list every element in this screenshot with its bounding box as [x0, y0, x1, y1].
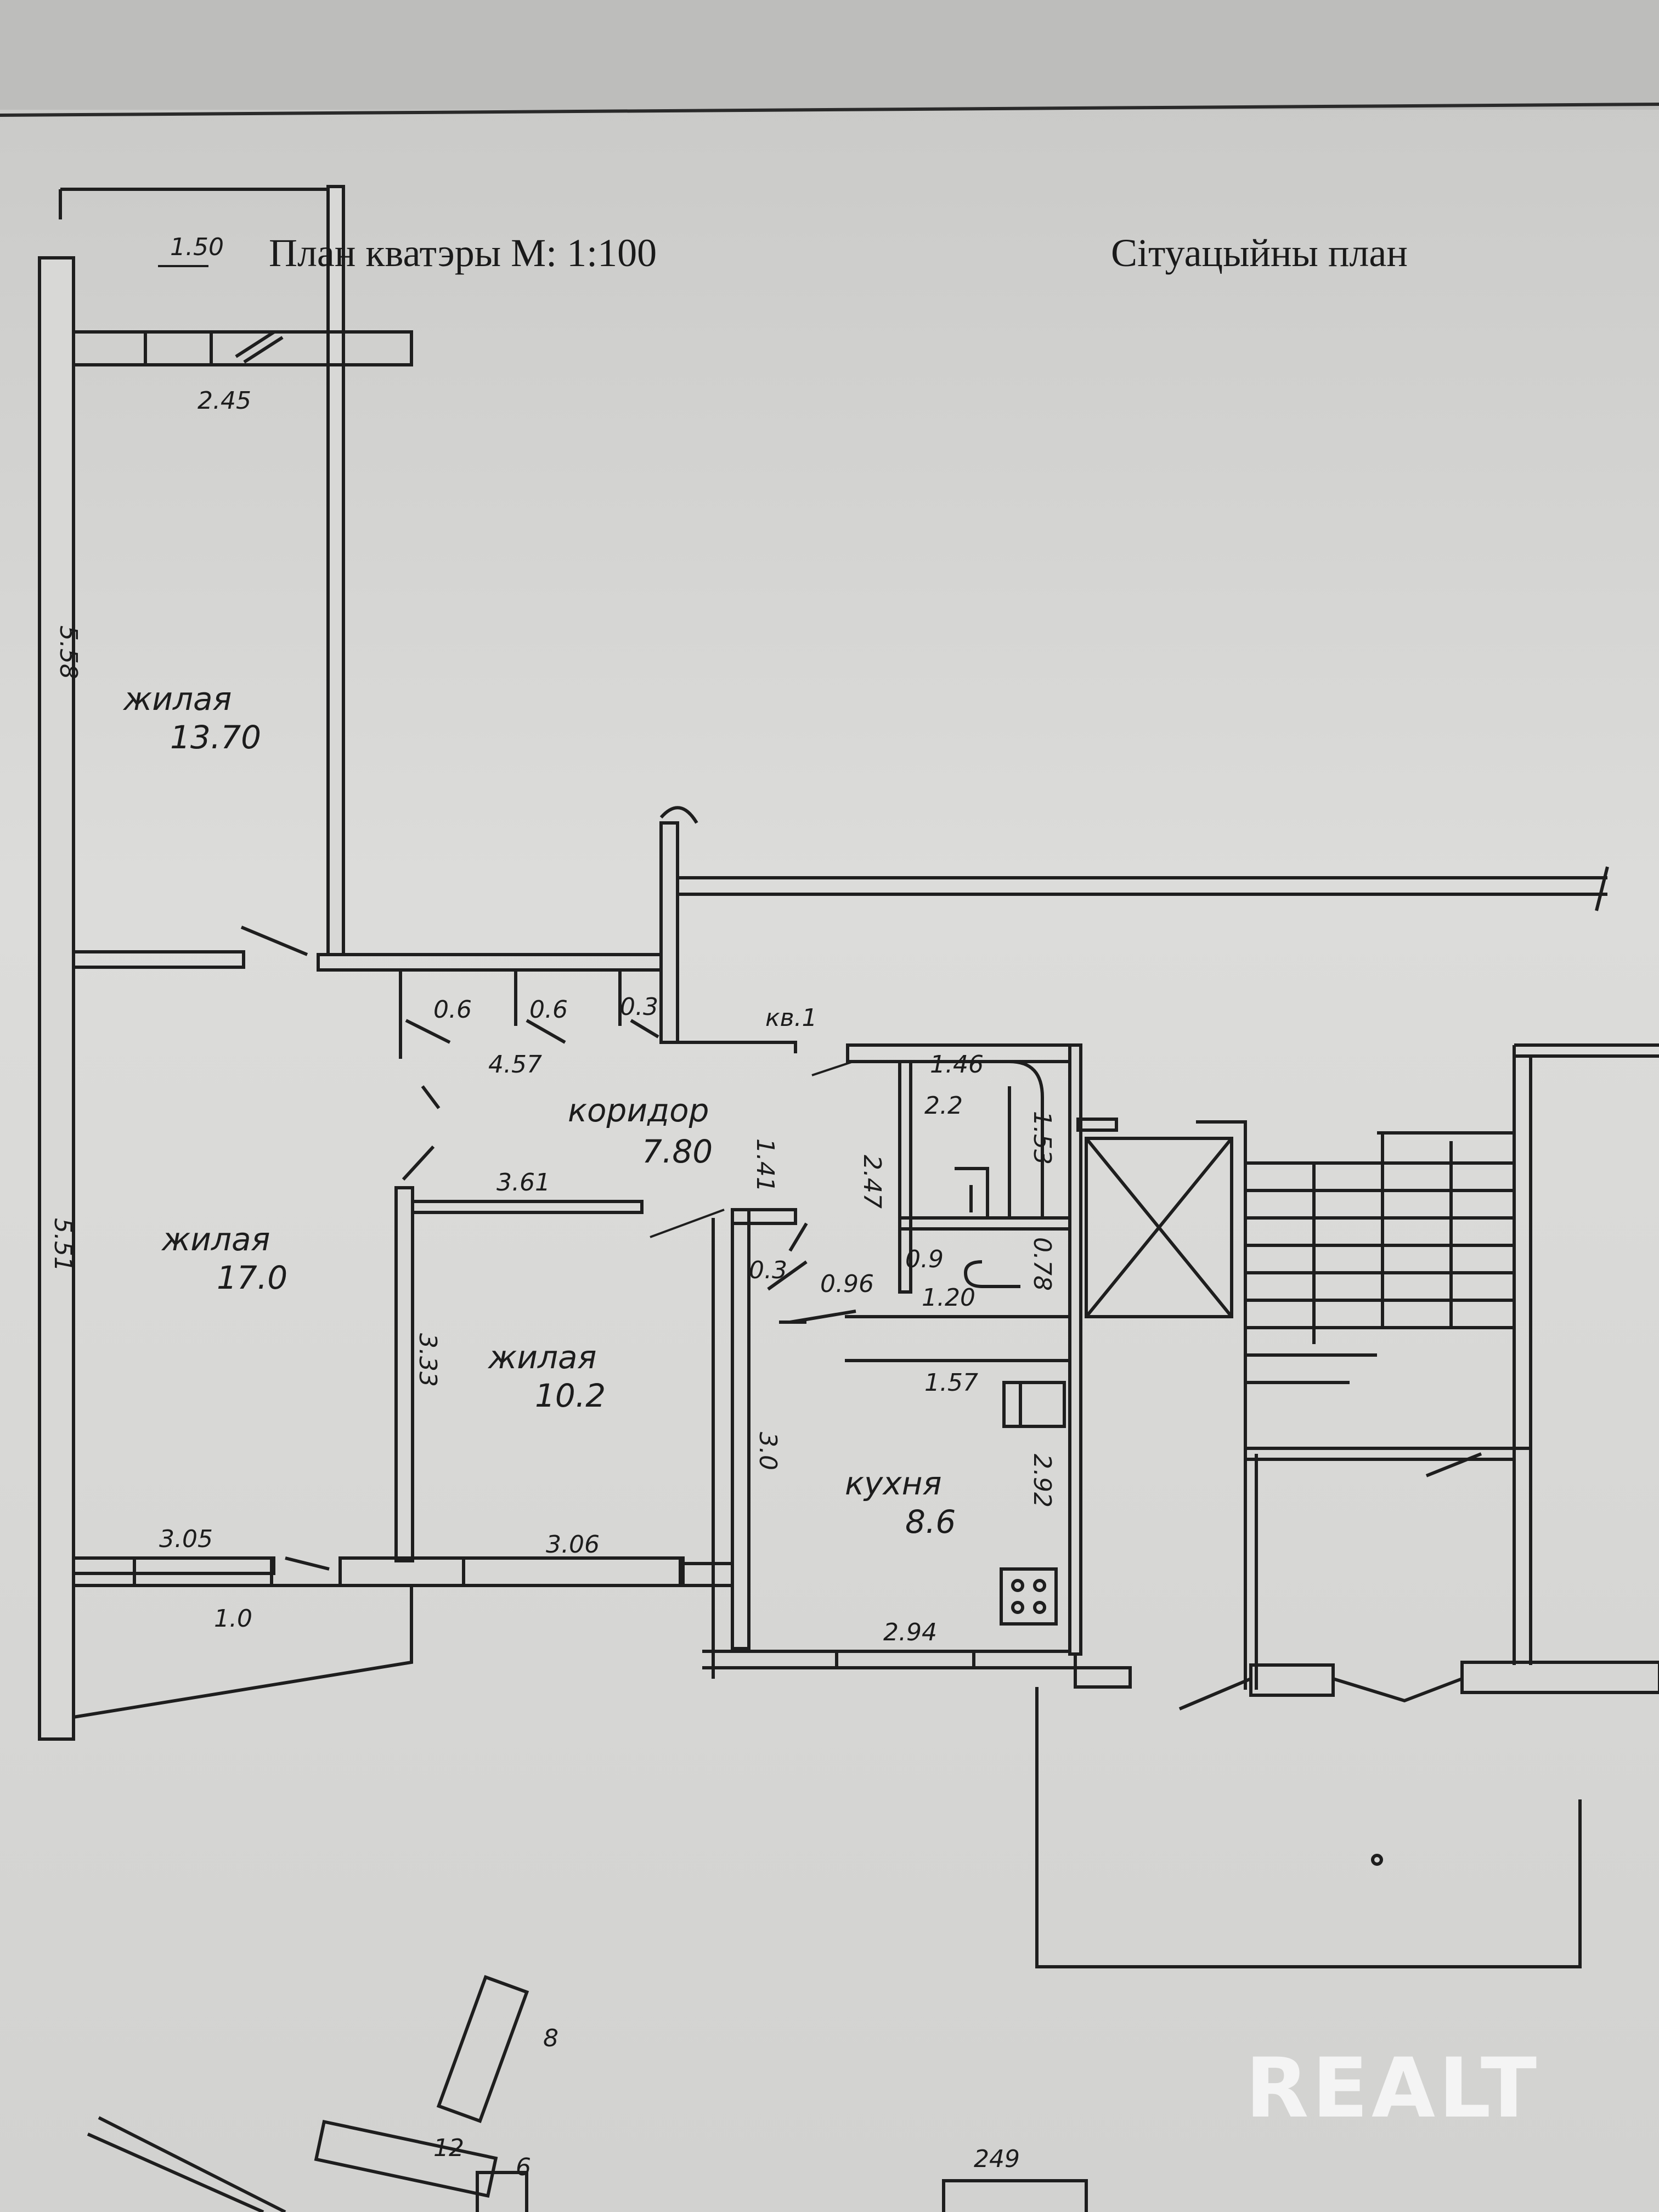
kitchen-area: 8.6: [905, 1503, 956, 1541]
table-surface: [0, 0, 1659, 110]
building-8-label: 8: [543, 2024, 558, 2052]
living-room-1-label: жилая: [123, 680, 232, 718]
building-12-label: 12: [433, 2134, 464, 2162]
dim-room3-depth: 3.33: [414, 1333, 442, 1387]
building-249-label: 249: [974, 2145, 1020, 2173]
dim-wc-depth: 0.78: [1028, 1237, 1056, 1291]
dim-room2-length: 5.51: [49, 1218, 77, 1272]
dim-room3-width: 3.61: [496, 1169, 550, 1197]
dim-kitchen-width: 2.94: [883, 1618, 937, 1646]
dim-bathtub-length: 1.53: [1028, 1111, 1056, 1165]
dim-kitchen-door-offset: 0.3: [749, 1256, 787, 1284]
apartment-number: кв.1: [765, 1004, 817, 1032]
dim-kitchen-right: 2.92: [1028, 1454, 1056, 1508]
dim-balcony-width: 1.50: [170, 233, 224, 261]
corridor-area: 7.80: [642, 1133, 713, 1170]
corridor-label: коридор: [568, 1092, 709, 1129]
dim-passage-width: 1.41: [751, 1138, 779, 1192]
dim-bath-depth: 2.47: [858, 1155, 886, 1209]
realt-watermark: REALT: [1245, 2041, 1541, 2136]
dim-kitchen-niche: 1.57: [924, 1369, 978, 1397]
dim-closet-1: 0.6: [433, 996, 472, 1024]
plan-title: План кватэры М: 1:100: [269, 231, 657, 275]
dim-corridor-length: 4.57: [488, 1051, 542, 1079]
dim-wc-width: 0.9: [905, 1245, 944, 1273]
bathroom-area: 2.2: [924, 1092, 963, 1120]
dim-room2-width: 3.05: [159, 1525, 213, 1553]
living-room-3-label: жилая: [488, 1339, 597, 1376]
living-room-1-area: 13.70: [170, 719, 262, 756]
dim-wc-length: 1.20: [922, 1284, 975, 1312]
dim-loggia-depth: 1.0: [214, 1605, 252, 1633]
dim-bath-width: 1.46: [930, 1051, 984, 1079]
living-room-2-area: 17.0: [217, 1259, 288, 1296]
living-room-3-area: 10.2: [535, 1377, 606, 1414]
kitchen-label: кухня: [845, 1465, 942, 1502]
building-6-label: 6: [516, 2153, 531, 2181]
dim-closet-3: 0.3: [620, 993, 658, 1021]
situation-plan-title: Сітуацыйны план: [1111, 231, 1408, 275]
dim-balcony-length: 2.45: [198, 387, 251, 415]
living-room-2-label: жилая: [162, 1221, 270, 1258]
dim-closet-2: 0.6: [529, 996, 568, 1024]
dim-kitchen-length: 3.0: [754, 1432, 782, 1470]
dim-kitchen-door: 0.96: [820, 1270, 874, 1298]
dim-room3-window: 3.06: [546, 1531, 600, 1559]
dim-room1-length: 5.58: [54, 625, 82, 679]
